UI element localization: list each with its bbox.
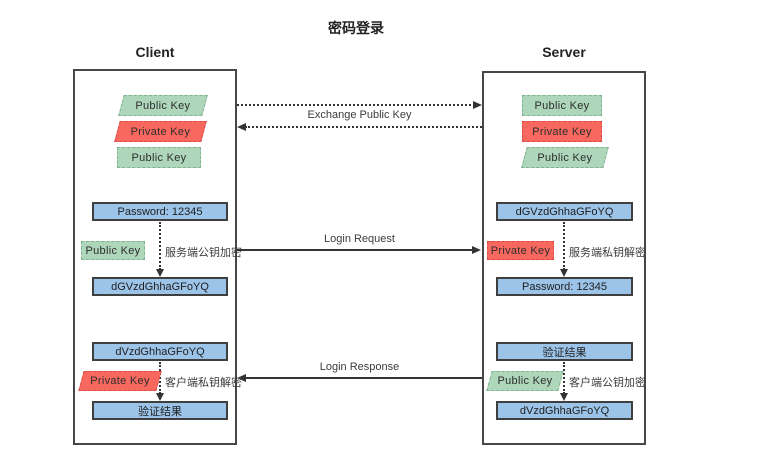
key-label: Public Key (85, 244, 141, 257)
server-password-box: Password: 12345 (496, 277, 633, 296)
server-public-key-parallelogram: Public Key (521, 147, 609, 168)
client-private-key-parallelogram: Private Key (114, 121, 207, 142)
server-decrypt-note: 服务端私钥解密 (569, 247, 646, 259)
diagram-title: 密码登录 (328, 20, 384, 36)
client-label: Client (135, 44, 175, 60)
arrowhead-right-icon (472, 246, 481, 254)
login-response-label: Login Response (319, 361, 400, 373)
server-label: Server (542, 44, 586, 60)
client-public-key-parallelogram: Public Key (118, 95, 208, 116)
server-result-box: 验证结果 (496, 342, 633, 361)
client-public-key-rect: Public Key (117, 147, 201, 168)
client-encrypt-arrow-line (159, 222, 161, 270)
key-label: Public Key (131, 151, 187, 164)
client-decrypt-note: 客户端私钥解密 (165, 377, 242, 389)
exchange-arrow-left-line (245, 126, 482, 128)
arrowhead-left-icon (237, 123, 246, 131)
arrowhead-right-icon (473, 101, 482, 109)
key-label: Public Key (537, 151, 593, 164)
arrowhead-down-icon (560, 269, 568, 277)
key-label: Public Key (497, 375, 553, 387)
arrowhead-down-icon (156, 393, 164, 401)
exchange-public-key-label: Exchange Public Key (307, 109, 412, 121)
key-label: Private Key (490, 244, 551, 257)
client-password-box: Password: 12345 (92, 202, 228, 221)
arrowhead-down-icon (560, 393, 568, 401)
client-encrypt-note: 服务端公钥加密 (165, 247, 242, 259)
key-label: Private Key (532, 125, 592, 138)
server-encrypt-arrow-line (563, 362, 565, 394)
login-request-label: Login Request (324, 233, 395, 245)
client-encrypt-key: Public Key (81, 241, 145, 260)
key-label: Private Key (130, 125, 191, 138)
client-encrypted-box: dGVzdGhhaGFoYQ (92, 277, 228, 296)
server-encrypt-note: 客户端公钥加密 (569, 377, 646, 389)
client-result-box: 验证结果 (92, 401, 228, 420)
key-label: Private Key (90, 375, 150, 387)
server-decrypt-arrow-line (563, 222, 565, 270)
client-decrypt-arrow-line (159, 362, 161, 394)
key-label: Public Key (534, 99, 590, 112)
arrowhead-down-icon (156, 269, 164, 277)
client-decrypt-key: Private Key (78, 371, 162, 391)
exchange-arrow-right-line (237, 104, 475, 106)
client-response-box: dVzdGhhaGFoYQ (92, 342, 228, 361)
server-private-key-rect: Private Key (522, 121, 602, 142)
arrowhead-left-icon (237, 374, 246, 382)
server-encrypt-key: Public Key (486, 371, 564, 391)
server-received-box: dGVzdGhhaGFoYQ (496, 202, 633, 221)
login-response-line (246, 377, 482, 379)
login-request-line (237, 249, 473, 251)
server-encrypted-box: dVzdGhhaGFoYQ (496, 401, 633, 420)
server-public-key-rect: Public Key (522, 95, 602, 116)
server-decrypt-key: Private Key (487, 241, 554, 260)
key-label: Public Key (135, 99, 191, 112)
